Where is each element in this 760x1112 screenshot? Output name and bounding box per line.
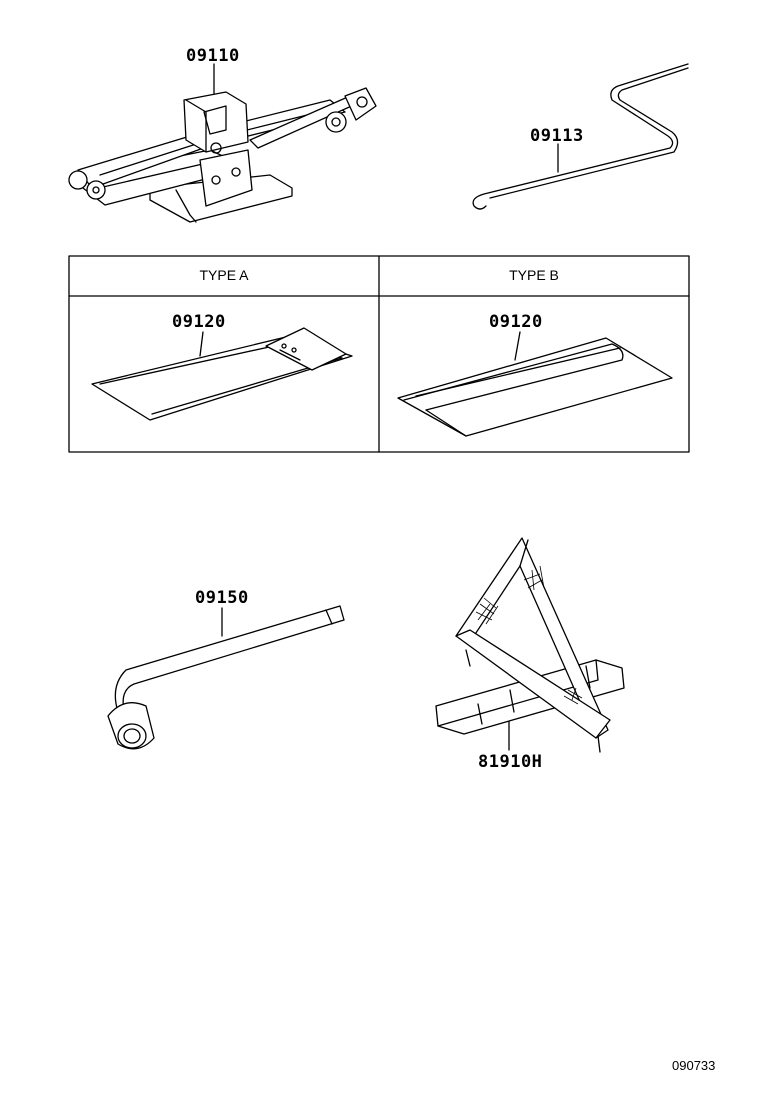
part-number-jack: 09110: [186, 46, 240, 66]
jack-illustration: [68, 63, 377, 223]
part-number-tool-bag-a: 09120: [172, 312, 226, 332]
table-header-type-a: TYPE A: [199, 267, 249, 283]
part-number-wheel-wrench: 09150: [195, 588, 249, 608]
tool-bag-type-a-illustration: [91, 327, 353, 421]
part-number-jack-handle: 09113: [530, 126, 584, 146]
warning-triangle-illustration: [435, 537, 625, 753]
part-number-tool-bag-b: 09120: [489, 312, 543, 332]
type-table: [68, 255, 690, 453]
tool-bag-type-b-illustration: [397, 331, 673, 437]
part-number-warning-triangle: 81910H: [478, 752, 543, 772]
diagram-id: 090733: [672, 1058, 716, 1073]
wheel-wrench-illustration: [107, 605, 345, 750]
jack-handle-illustration: [472, 63, 689, 210]
table-header-type-b: TYPE B: [509, 267, 559, 283]
